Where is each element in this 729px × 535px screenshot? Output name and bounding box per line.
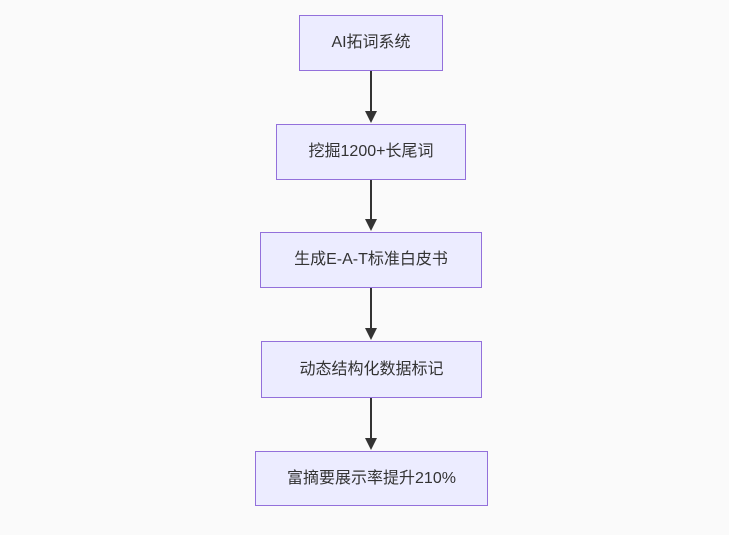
flow-node-label: 生成E-A-T标准白皮书 <box>294 251 448 269</box>
flow-node-label: 挖掘1200+长尾词 <box>308 143 434 161</box>
flow-arrowhead-icon <box>365 328 377 340</box>
flow-arrowhead-icon <box>365 438 377 450</box>
flow-node-ai-word-system: AI拓词系统 <box>299 15 443 71</box>
flow-arrow <box>365 180 377 231</box>
flow-arrowhead-icon <box>365 111 377 123</box>
flow-node-rich-snippet-result: 富摘要展示率提升210% <box>255 451 488 506</box>
flow-node-structured-data: 动态结构化数据标记 <box>261 341 482 398</box>
flow-arrow <box>365 398 377 450</box>
flow-node-label: AI拓词系统 <box>331 34 411 52</box>
flow-node-label: 动态结构化数据标记 <box>299 360 444 378</box>
flow-arrow <box>365 288 377 340</box>
flow-arrow <box>365 71 377 123</box>
flow-arrowhead-icon <box>365 219 377 231</box>
flow-node-label: 富摘要展示率提升210% <box>287 469 456 487</box>
flow-node-eat-whitepaper: 生成E-A-T标准白皮书 <box>260 232 482 288</box>
flow-node-longtail-mining: 挖掘1200+长尾词 <box>276 124 466 180</box>
